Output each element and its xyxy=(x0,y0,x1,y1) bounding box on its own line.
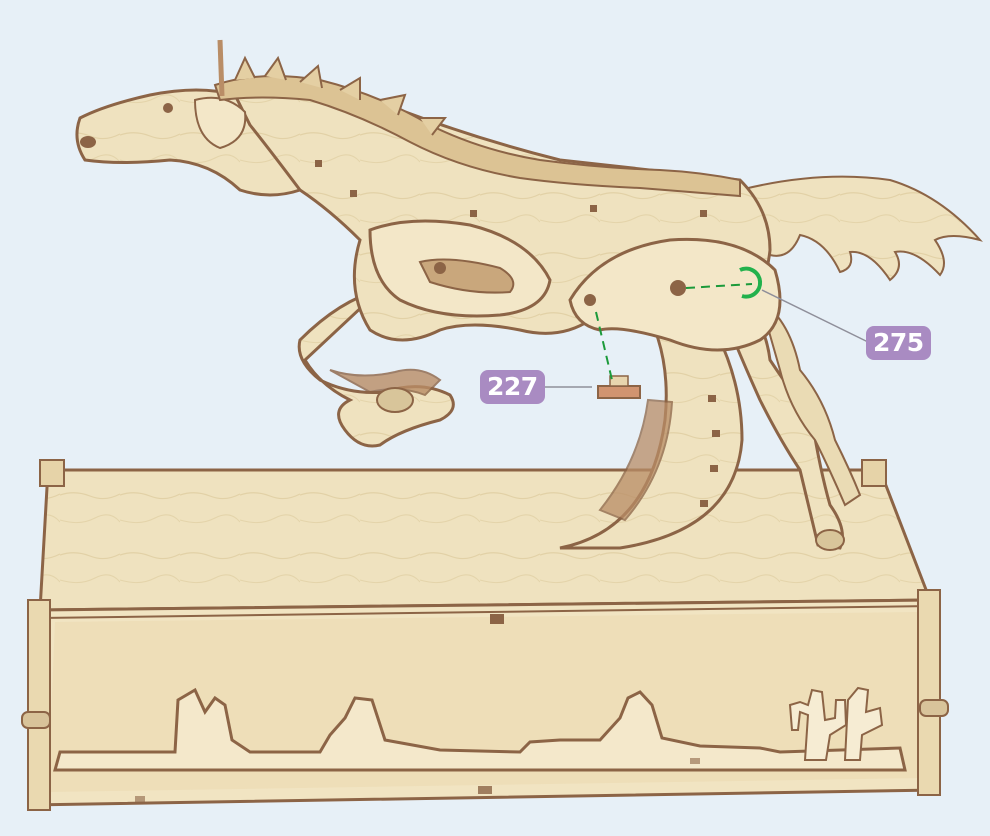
part-number-callout: 227 xyxy=(480,370,545,404)
part-number-callout: 275 xyxy=(866,326,931,360)
peg-part xyxy=(598,376,640,398)
